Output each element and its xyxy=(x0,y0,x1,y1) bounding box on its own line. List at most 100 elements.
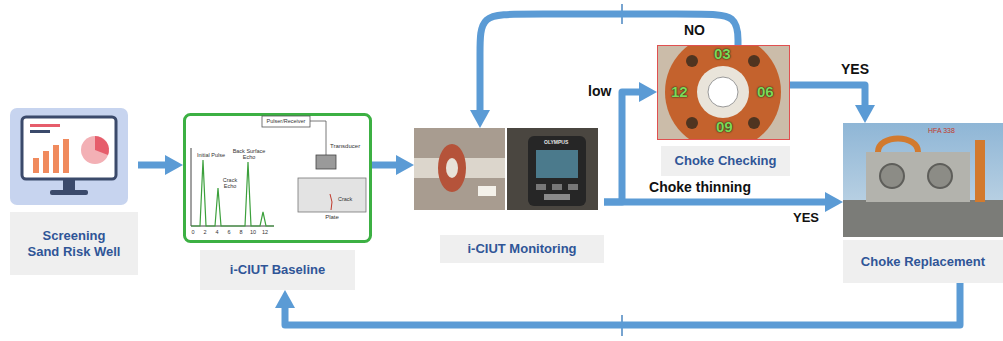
wellhead xyxy=(866,152,970,202)
screen-line xyxy=(30,130,50,133)
monitor-screen xyxy=(22,117,116,179)
edge-label: low xyxy=(586,84,613,99)
gauge-key xyxy=(552,184,562,190)
deck xyxy=(843,200,1003,237)
label-box: i-CIUT Monitoring xyxy=(440,235,604,263)
photo-frame xyxy=(658,46,790,140)
pulse-echo-figure xyxy=(185,115,371,242)
picture-label: Crack Echo xyxy=(221,177,239,189)
flow-arrow xyxy=(604,199,825,206)
picture-label: 12 xyxy=(262,229,268,235)
picture-area xyxy=(183,113,372,250)
replacement-photo xyxy=(843,123,1003,237)
edge-label: NO xyxy=(682,23,707,38)
monitor-base xyxy=(50,190,88,195)
label-box: Choke Checking xyxy=(661,146,790,176)
valve-wheel xyxy=(880,164,904,188)
flow-arrow xyxy=(138,162,165,169)
picture-area xyxy=(10,108,138,212)
process-step: Choke Replacement xyxy=(843,123,1003,283)
picture-label: OLYMPUS xyxy=(544,140,568,146)
gauge-body xyxy=(528,136,586,206)
picture-label: 2 xyxy=(203,229,206,235)
bolt-hole xyxy=(686,117,698,129)
photo-ground xyxy=(507,128,598,210)
chart-bar xyxy=(33,158,39,173)
plate xyxy=(298,178,366,212)
callout-number: 06 xyxy=(757,84,774,101)
gauge-key xyxy=(544,194,570,200)
flange-bore xyxy=(446,158,458,178)
picture-area xyxy=(843,123,1003,240)
chart-bar xyxy=(43,151,49,173)
callout-number: 03 xyxy=(714,46,731,63)
edge-label: YES xyxy=(839,62,871,77)
screen-line xyxy=(30,124,60,127)
process-step: Choke Checking xyxy=(657,45,790,176)
choke-flange xyxy=(665,45,781,140)
bolt-hole xyxy=(686,55,698,67)
picture-area xyxy=(414,128,604,235)
process-step: i-CIUT Monitoring xyxy=(414,128,604,263)
label-box: Choke Replacement xyxy=(843,240,1003,283)
chart-bar xyxy=(53,145,59,173)
valve-wheel xyxy=(928,164,952,188)
cable xyxy=(310,121,326,155)
figure-frame xyxy=(185,115,371,242)
choke-photo xyxy=(657,34,790,150)
picture-label: Pulser/Receiver xyxy=(267,118,306,124)
pie-chart xyxy=(81,136,109,164)
step-label: Choke Replacement xyxy=(861,254,985,270)
picture-label: 0 xyxy=(191,229,194,235)
gauge-key xyxy=(536,184,546,190)
label-box: Screening Sand Risk Well xyxy=(10,212,138,275)
flow-arrow xyxy=(480,14,738,110)
flow-arrow xyxy=(604,92,639,202)
transducer xyxy=(316,155,336,169)
flow-arrow xyxy=(790,85,865,105)
choke-seat xyxy=(697,66,749,118)
picture-label: 8 xyxy=(239,229,242,235)
picture-label: Crack xyxy=(338,196,352,202)
step-label: Screening Sand Risk Well xyxy=(26,228,122,259)
picture-label: Plate xyxy=(325,214,339,221)
flange xyxy=(438,144,466,192)
pulser-box xyxy=(262,116,310,127)
chart-bar xyxy=(63,139,69,173)
chart-axis xyxy=(191,148,192,226)
picture-label: 10 xyxy=(250,229,256,235)
photo-ground xyxy=(843,123,1003,237)
monitor-stand xyxy=(63,179,75,190)
process-step: Screening Sand Risk Well xyxy=(10,108,138,275)
picture-label: HFA 338 xyxy=(928,127,955,135)
crack xyxy=(330,194,332,210)
choke-bore xyxy=(708,77,738,107)
echo-trace xyxy=(191,160,274,226)
gauge-key xyxy=(568,184,578,190)
edge-label: Choke thinning xyxy=(647,180,753,195)
picture-label: Back Surface Echo xyxy=(231,148,267,160)
photo-ground xyxy=(414,128,505,210)
step-label: i-CIUT Baseline xyxy=(230,262,325,278)
label-box: i-CIUT Baseline xyxy=(200,250,355,290)
callout-number: 09 xyxy=(716,119,733,136)
picture-label: 4 xyxy=(215,229,218,235)
pipe xyxy=(878,139,918,153)
pipe xyxy=(975,140,985,202)
monitoring-photos xyxy=(414,128,598,210)
bolt-hole xyxy=(748,117,760,129)
step-label: Choke Checking xyxy=(675,153,777,169)
gauge-screen xyxy=(536,150,578,178)
picture-label: 6 xyxy=(227,229,230,235)
flow-arrow xyxy=(372,162,396,169)
step-label: i-CIUT Monitoring xyxy=(467,241,576,257)
bolt-hole xyxy=(748,55,760,67)
flow-arrow xyxy=(285,283,960,325)
picture-label: Initial Pulse xyxy=(197,152,225,158)
monitor-icon xyxy=(10,108,128,205)
